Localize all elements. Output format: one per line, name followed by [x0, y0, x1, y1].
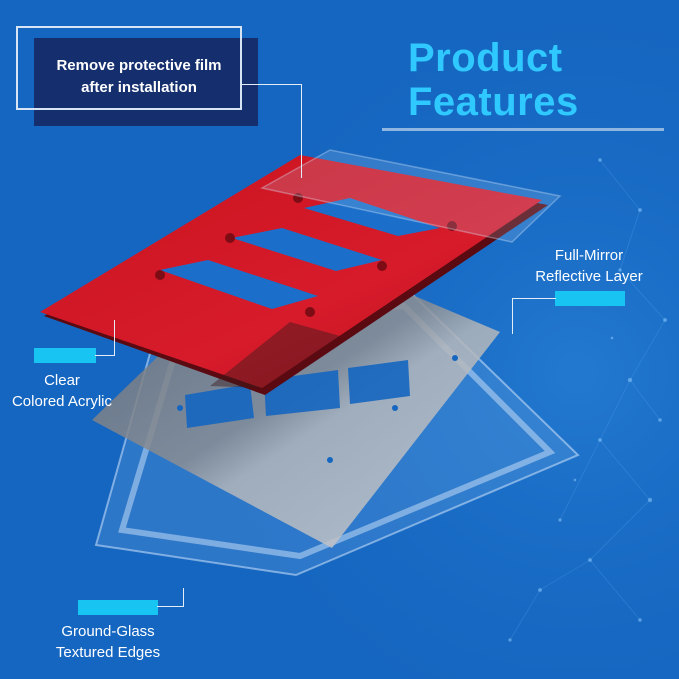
- feature-glass-line1: Ground-Glass: [61, 623, 155, 640]
- network-dots-decoration: [508, 158, 668, 642]
- feature-acrylic-label: Clear Colored Acrylic: [0, 370, 124, 412]
- title-divider: [382, 128, 664, 131]
- feature-glass-tag: [78, 600, 158, 615]
- feature-acrylic-tag: [34, 348, 96, 363]
- feature-acrylic-leader: [95, 320, 115, 356]
- feature-mirror-tag: [555, 291, 625, 306]
- feature-acrylic-line2: Colored Acrylic: [11, 393, 113, 410]
- feature-mirror-leader: [512, 298, 556, 334]
- callout-leader: [242, 84, 302, 178]
- film-outline: [259, 149, 562, 243]
- callout-text: Remove protective film after installatio…: [34, 55, 244, 99]
- callout-frame: [16, 26, 242, 110]
- feature-acrylic-line1: Clear: [44, 372, 80, 389]
- feature-glass-label: Ground-Glass Textured Edges: [40, 621, 176, 663]
- page-title-line1: Product: [408, 36, 563, 80]
- feature-mirror-line2: Reflective Layer: [535, 268, 643, 285]
- feature-mirror-label: Full-Mirror Reflective Layer: [524, 245, 654, 287]
- callout-line1: Remove protective film: [56, 57, 222, 74]
- callout-line2: after installation: [81, 79, 197, 96]
- callout-background: [34, 38, 258, 126]
- feature-glass-line2: Textured Edges: [55, 644, 161, 661]
- feature-mirror-line1: Full-Mirror: [554, 247, 624, 264]
- red-acrylic-plate: [40, 155, 548, 395]
- page-title-line2: Features: [408, 80, 579, 124]
- feature-glass-leader: [157, 588, 184, 607]
